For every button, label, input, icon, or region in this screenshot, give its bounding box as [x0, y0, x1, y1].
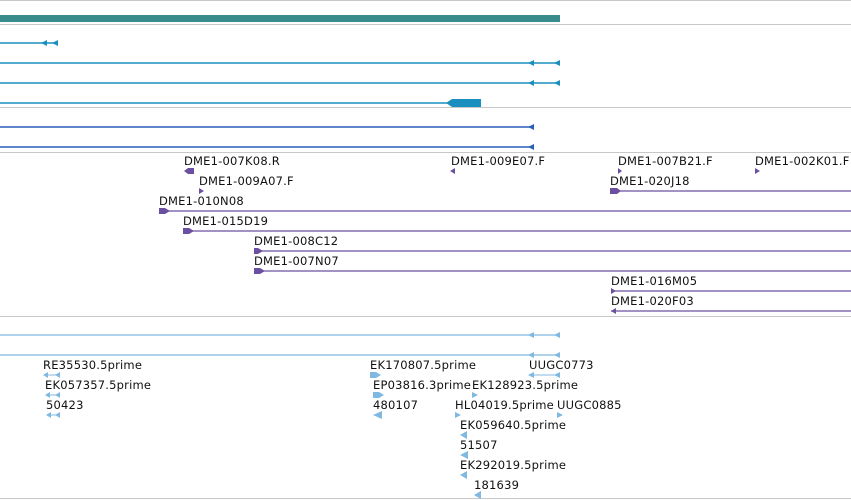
clone-label[interactable]: DME1-008C12 — [254, 234, 339, 248]
est-feature[interactable] — [46, 412, 60, 418]
est-feature[interactable] — [0, 352, 560, 358]
clone-feature[interactable] — [159, 208, 851, 214]
track-separator — [0, 24, 851, 25]
est-label[interactable]: EK057357.5prime — [45, 378, 152, 392]
gene-feature[interactable] — [0, 15, 560, 22]
transcript-feature[interactable] — [0, 124, 534, 130]
est-label[interactable]: RE35530.5prime — [43, 358, 143, 372]
clone-feature[interactable] — [199, 188, 204, 194]
clone-feature[interactable] — [611, 308, 851, 314]
clone-label[interactable]: DME1-010N08 — [159, 194, 244, 208]
est-label[interactable]: 480107 — [373, 398, 419, 412]
est-feature[interactable] — [460, 431, 467, 439]
track-separator — [0, 498, 851, 499]
track-separator — [0, 316, 851, 317]
transcript-feature[interactable] — [0, 99, 481, 107]
est-feature[interactable] — [455, 412, 461, 418]
clone-label[interactable]: DME1-002K01.F — [755, 154, 850, 168]
clone-feature[interactable] — [254, 268, 851, 274]
est-feature[interactable] — [460, 471, 467, 479]
clone-label[interactable]: DME1-007B21.F — [618, 154, 713, 168]
est-label[interactable]: UUGC0773 — [529, 358, 594, 372]
est-feature[interactable] — [472, 392, 478, 398]
clone-feature[interactable] — [618, 168, 622, 174]
est-feature[interactable] — [474, 491, 481, 499]
est-feature[interactable] — [370, 372, 381, 378]
est-label[interactable]: 51507 — [460, 438, 498, 452]
est-feature[interactable] — [45, 392, 60, 398]
est-label[interactable]: 50423 — [46, 398, 84, 412]
clone-label[interactable]: DME1-009A07.F — [199, 174, 294, 188]
transcript-feature[interactable] — [0, 40, 58, 46]
track-separator — [0, 0, 851, 1]
track-separator — [0, 107, 851, 108]
est-feature[interactable] — [460, 451, 468, 459]
clone-label[interactable]: DME1-015D19 — [183, 214, 269, 228]
est-feature[interactable] — [373, 411, 382, 419]
est-label[interactable]: 181639 — [474, 478, 520, 492]
est-label[interactable]: EK170807.5prime — [370, 358, 477, 372]
clone-label[interactable]: DME1-007K08.R — [184, 154, 280, 168]
transcript-feature[interactable] — [0, 60, 560, 66]
clone-feature[interactable] — [610, 188, 851, 194]
clone-label[interactable]: DME1-016M05 — [611, 274, 698, 288]
clone-feature[interactable] — [755, 168, 760, 174]
est-feature[interactable] — [528, 372, 560, 378]
transcript-feature[interactable] — [0, 144, 534, 150]
est-label[interactable]: HL04019.5prime — [455, 398, 554, 412]
clone-feature[interactable] — [611, 288, 851, 294]
est-feature[interactable] — [43, 372, 60, 378]
clone-label[interactable]: DME1-020F03 — [611, 294, 694, 308]
est-label[interactable]: EK128923.5prime — [472, 378, 579, 392]
clone-label[interactable]: DME1-007N07 — [254, 254, 339, 268]
est-feature[interactable] — [557, 412, 563, 418]
clone-feature[interactable] — [450, 168, 455, 174]
clone-label[interactable]: DME1-009E07.F — [451, 154, 546, 168]
clone-label[interactable]: DME1-020J18 — [610, 174, 690, 188]
track-separator — [0, 152, 851, 153]
est-label[interactable]: UUGC0885 — [557, 398, 622, 412]
clone-feature[interactable] — [183, 228, 851, 234]
est-label[interactable]: EK292019.5prime — [460, 458, 567, 472]
est-label[interactable]: EP03816.3prime — [373, 378, 472, 392]
transcript-feature[interactable] — [0, 80, 560, 86]
est-label[interactable]: EK059640.5prime — [460, 418, 567, 432]
clone-feature[interactable] — [254, 248, 851, 254]
clone-feature[interactable] — [184, 168, 194, 174]
est-feature[interactable] — [0, 332, 560, 338]
est-feature[interactable] — [373, 392, 384, 398]
